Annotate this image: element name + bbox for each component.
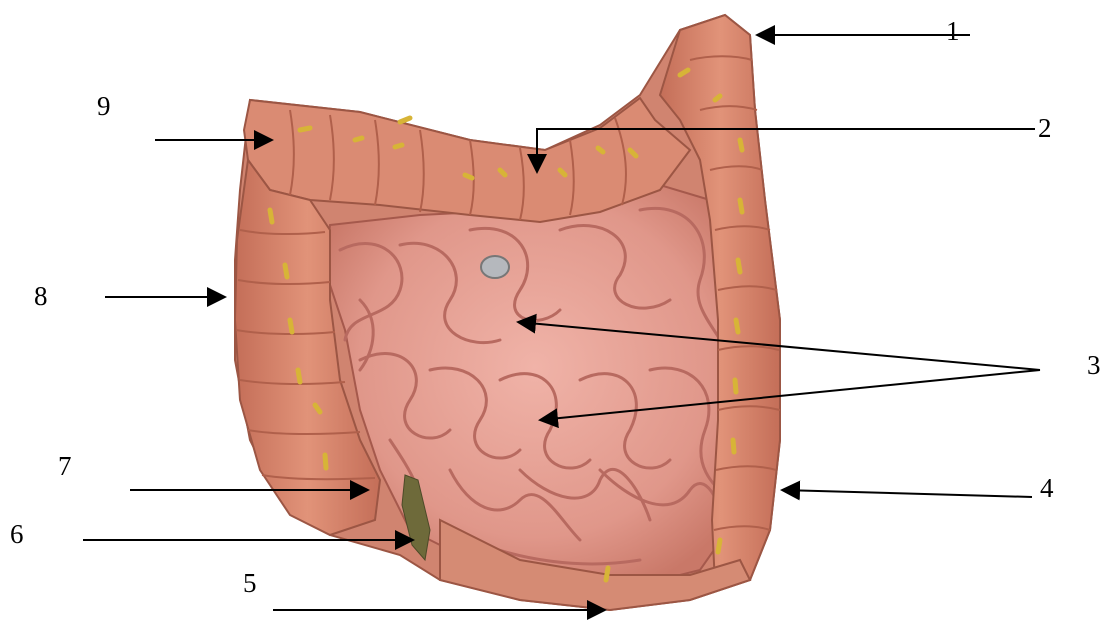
label-4: 4: [1040, 475, 1054, 502]
grey-node: [481, 256, 509, 278]
label-9: 9: [97, 93, 111, 120]
label-6: 6: [10, 521, 24, 548]
intestine-illustration: [235, 15, 780, 610]
arrow-4: [782, 490, 1032, 497]
label-5: 5: [243, 570, 257, 597]
label-3: 3: [1087, 352, 1101, 379]
label-7: 7: [58, 453, 72, 480]
label-8: 8: [34, 283, 48, 310]
label-2: 2: [1038, 115, 1052, 142]
label-1: 1: [946, 18, 960, 45]
